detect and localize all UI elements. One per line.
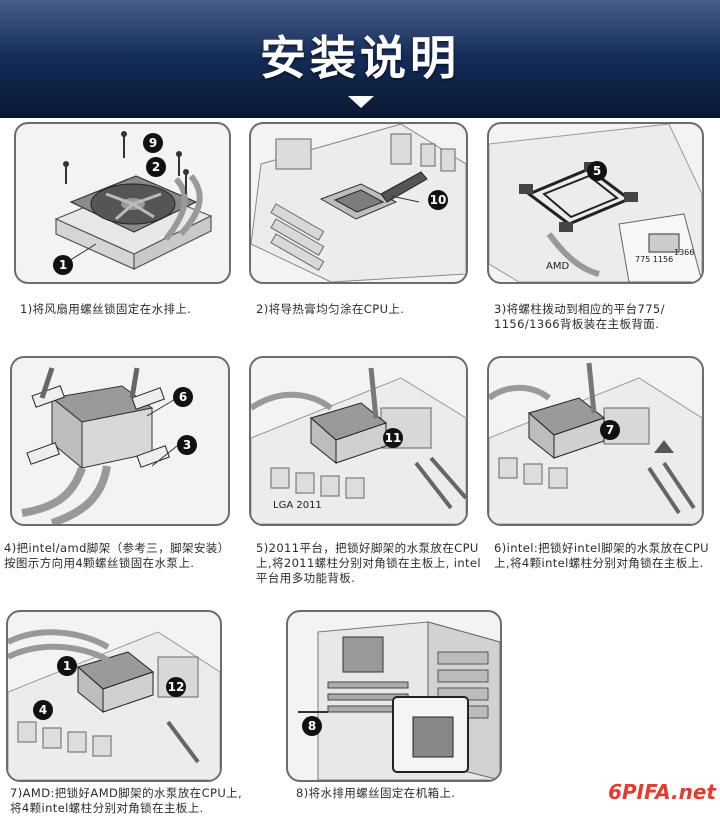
step-badge: 1 [53,255,73,275]
step-badge: 2 [146,157,166,177]
header-banner: 安装说明 [0,0,720,118]
page-title: 安装说明 [260,31,460,85]
step-badge: 9 [143,133,163,153]
backplate-drawing [489,124,702,282]
step-badge: 12 [166,677,186,697]
amd-mount-drawing [8,629,220,780]
step-badge: 5 [587,161,607,181]
step-4-illustration: 6 3 [10,356,230,526]
step-badge: 1 [57,656,77,676]
platform-label: LGA 2011 [273,500,322,511]
step-3-illustration: 5 AMD 775 1156 1366 [487,122,704,284]
socket-label: 775 1156 [635,255,674,264]
step-badge: 7 [600,420,620,440]
step-caption: 8)将水排用螺丝固定在机箱上. [296,786,456,800]
step-5-illustration: 11 LGA 2011 [249,356,468,526]
step-1-illustration: 9 2 1 [14,122,231,284]
amd-label: AMD [546,261,570,272]
step-badge: 4 [33,700,53,720]
step-caption: 3)将螺柱拨动到相应的平台775/ 1156/1366背板装在主板背面. [494,302,665,331]
pump-bracket-drawing [21,367,178,524]
step-6-illustration: 7 [487,356,704,526]
header-shine [0,0,720,58]
step-badge: 6 [173,387,193,407]
step-badge: 8 [302,716,322,736]
site-watermark: 6PIFA.net [608,780,716,804]
step-badge: 3 [177,435,197,455]
step-caption: 4)把intel/amd脚架（参考三，脚架安装）按图示方向用4颗螺丝锁固在水泵上… [4,541,230,570]
step-badge: 10 [428,190,448,210]
chassis-drawing [298,621,500,780]
step-8-illustration: 8 [286,610,502,782]
step-badge: 11 [383,428,403,448]
step-caption: 6)intel:把锁好intel脚架的水泵放在CPU上,将4颗intel螺柱分别… [494,541,709,570]
motherboard-drawing [251,124,466,282]
intel-mount-drawing [489,362,702,524]
socket-label: 1366 [674,248,695,257]
step-caption: 2)将导热膏均匀涂在CPU上. [256,302,405,316]
step-caption: 5)2011平台，把锁好脚架的水泵放在CPU上,将2011螺柱分别对角锁在主板上… [256,541,481,585]
radiator-fan-drawing [54,131,213,270]
step-caption: 7)AMD:把锁好AMD脚架的水泵放在CPU上, 将4颗intel螺柱分别对角锁… [10,786,243,815]
step-2-illustration: 10 [249,122,468,284]
step-caption: 1)将风扇用螺丝锁固定在水排上. [20,302,192,316]
down-arrow-icon [348,96,374,108]
step-7-illustration: 1 12 4 [6,610,222,782]
